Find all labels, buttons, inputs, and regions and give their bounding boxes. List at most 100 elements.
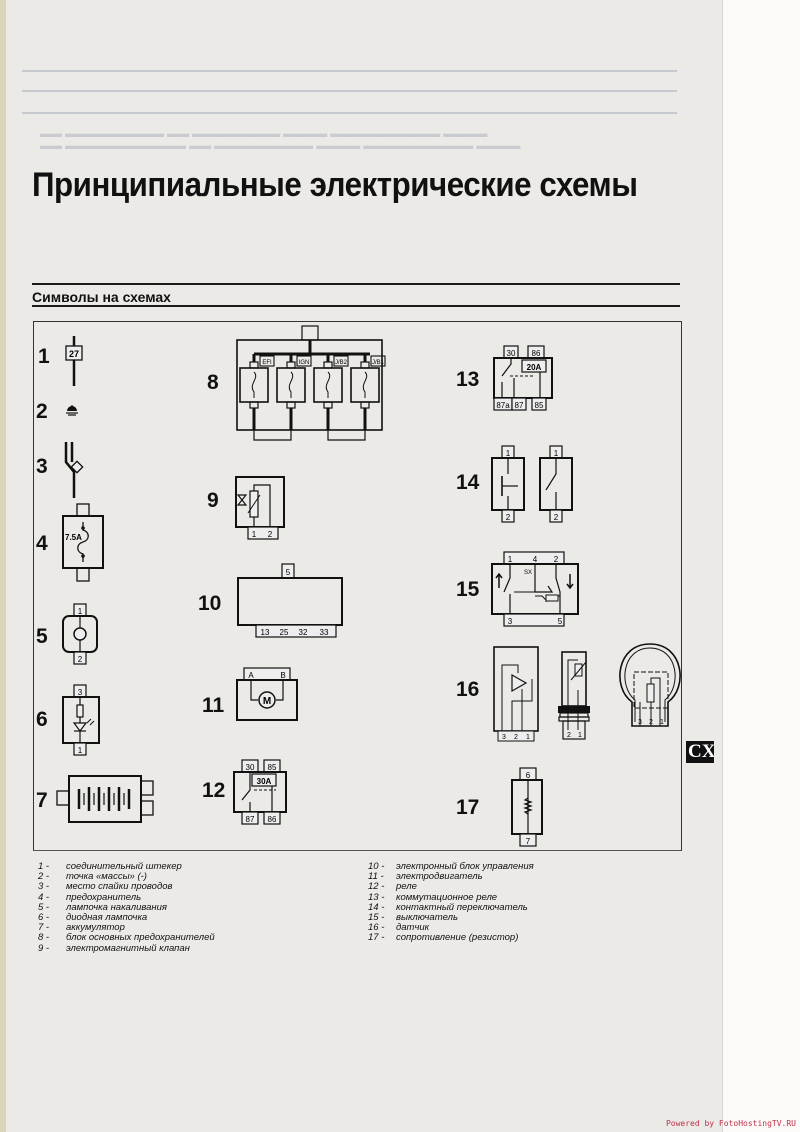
watermark: Powered by FotoHostingTV.RU [665, 1119, 796, 1128]
pin-label: 7 [526, 837, 531, 846]
sensor-symbol-a: 3 2 1 [493, 646, 539, 742]
symbol-number-9: 9 [207, 489, 219, 512]
fuse-label: J/B1 [372, 360, 385, 366]
legend-item: 15 -выключатель [368, 912, 458, 924]
pin-label: B [280, 671, 285, 680]
pin-label: 4 [533, 555, 538, 564]
legend-item: 16 -датчик [368, 922, 430, 934]
section-title: Символы на схемах [32, 289, 171, 305]
bleedthrough-rule [22, 70, 677, 72]
pin-label: 1 [506, 449, 511, 458]
page-edge [0, 0, 6, 1132]
pin-label: 5 [286, 568, 291, 577]
fuse-label: IGN [299, 360, 310, 366]
switch-inner-label: SX [524, 570, 532, 576]
pin-label: 2 [78, 655, 83, 664]
legend-item: 5 -лампочка накаливания [38, 901, 167, 913]
motor-label: M [263, 696, 271, 707]
fuse-symbol: 7.5A [62, 503, 104, 582]
pin-label: 86 [532, 349, 541, 358]
pin-label: 87 [246, 815, 255, 824]
pin-label: 1 [660, 719, 664, 726]
pin-label: 86 [268, 815, 277, 824]
pin-label: 3 [502, 734, 506, 741]
pin-label: 25 [280, 628, 289, 637]
battery-symbol [56, 775, 154, 823]
led-symbol: 3 1 [62, 684, 100, 756]
legend-item: 6 -диодная лампочка [38, 912, 148, 924]
pin-label: 2 [649, 719, 653, 726]
bleedthrough-text: ▬▬ ▬▬▬▬▬▬▬▬▬▬▬ ▬▬ ▬▬▬▬▬▬▬▬▬ ▬▬▬▬ ▬▬▬▬▬▬▬… [40, 140, 521, 152]
bulb-symbol: 1 2 [62, 603, 98, 665]
symbol-number-5: 5 [36, 625, 48, 648]
symbol-number-11: 11 [202, 694, 225, 717]
pin-label: 1 [526, 734, 530, 741]
bleedthrough-text: ▬▬ ▬▬▬▬▬▬▬▬▬ ▬▬ ▬▬▬▬▬▬▬▬ ▬▬▬▬ ▬▬▬▬▬▬▬▬▬▬… [40, 128, 488, 140]
pin-label: 2 [554, 555, 559, 564]
symbol-number-7: 7 [36, 789, 48, 812]
pin-label: 2 [514, 734, 518, 741]
symbol-number-3: 3 [36, 455, 48, 478]
symbol-number-14: 14 [456, 471, 480, 494]
sensor-symbol-c: 3 2 1 [619, 643, 681, 727]
legend-item: 2 -точка «массы» (-) [38, 871, 147, 883]
symbol-number-17: 17 [456, 796, 480, 819]
pin-label: 1 [78, 746, 83, 755]
legend-item: 11 -электродвигатель [368, 871, 483, 883]
bleedthrough-rule [22, 90, 677, 92]
pin-label: 87a [496, 401, 510, 410]
connector-symbol: 27 [65, 336, 83, 386]
ecu-symbol: 5 13 25 32 33 [237, 563, 343, 638]
symbol-number-13: 13 [456, 368, 480, 391]
pin-label: 1 [78, 607, 83, 616]
legend-item: 9 -электромагнитный клапан [38, 942, 190, 954]
pin-label: 3 [508, 617, 513, 626]
section-rule-top [32, 283, 680, 285]
symbol-number-4: 4 [36, 532, 48, 555]
pin-label: 2 [268, 530, 273, 539]
pin-label: 33 [320, 628, 329, 637]
pin-label: 3 [78, 688, 83, 697]
pin-label: 1 [252, 530, 257, 539]
pin-label: 5 [558, 617, 563, 626]
legend-item: 7 -аккумулятор [38, 922, 125, 934]
pin-label: 1 [508, 555, 513, 564]
sensor-symbol-b: 2 1 [558, 651, 590, 740]
symbol-number-12: 12 [202, 779, 226, 802]
pin-label: 2 [567, 732, 571, 739]
resistor-symbol: 6 7 [511, 767, 543, 847]
legend-item: 14 -контактный переключатель [368, 901, 528, 913]
pin-label: 30 [246, 763, 255, 772]
legend-item: 1 -соединительный штекер [38, 861, 182, 872]
pin-label: 2 [506, 513, 511, 522]
relay-rating: 30A [257, 777, 272, 786]
solenoid-valve-symbol: 1 2 [235, 476, 285, 540]
bleedthrough-rule [22, 112, 677, 114]
legend-left: 1 -соединительный штекер 2 -точка «массы… [38, 861, 215, 954]
legend-item: 10 -электронный блок управления [368, 861, 534, 872]
pin-label: 85 [535, 401, 544, 410]
fuse-label: J/B2 [335, 360, 348, 366]
scanned-page: ▬▬ ▬▬▬▬▬▬▬▬▬ ▬▬ ▬▬▬▬▬▬▬▬ ▬▬▬▬ ▬▬▬▬▬▬▬▬▬▬… [0, 0, 723, 1132]
motor-symbol: A B M [236, 667, 298, 721]
section-rule-bottom [32, 305, 680, 307]
pin-label: 1 [554, 449, 559, 458]
pin-label: 1 [578, 732, 582, 739]
legend-item: 13 -коммутационное реле [368, 891, 498, 903]
chapter-tab: CX [686, 741, 714, 763]
symbol-number-2: 2 [36, 400, 48, 423]
fuse-label: EFI [262, 360, 272, 366]
symbol-number-1: 1 [38, 345, 50, 368]
legend-right: 10 -электронный блок управления 11 -элек… [368, 861, 534, 944]
legend-item: 3 -место спайки проводов [38, 881, 173, 893]
legend-item: 17 -сопротивление (резистор) [368, 932, 519, 944]
page-title: Принципиальные электрические схемы [32, 166, 638, 204]
legend-item: 12 -реле [368, 881, 417, 893]
fuse-rating: 7.5A [65, 533, 82, 542]
pin-label: 85 [268, 763, 277, 772]
symbol-number-10: 10 [198, 592, 222, 615]
pin-label: 30 [507, 349, 516, 358]
symbols-frame [33, 321, 682, 851]
pin-label: 13 [261, 628, 270, 637]
switching-relay-symbol: 30 86 20A 87a 87 85 [493, 345, 553, 411]
